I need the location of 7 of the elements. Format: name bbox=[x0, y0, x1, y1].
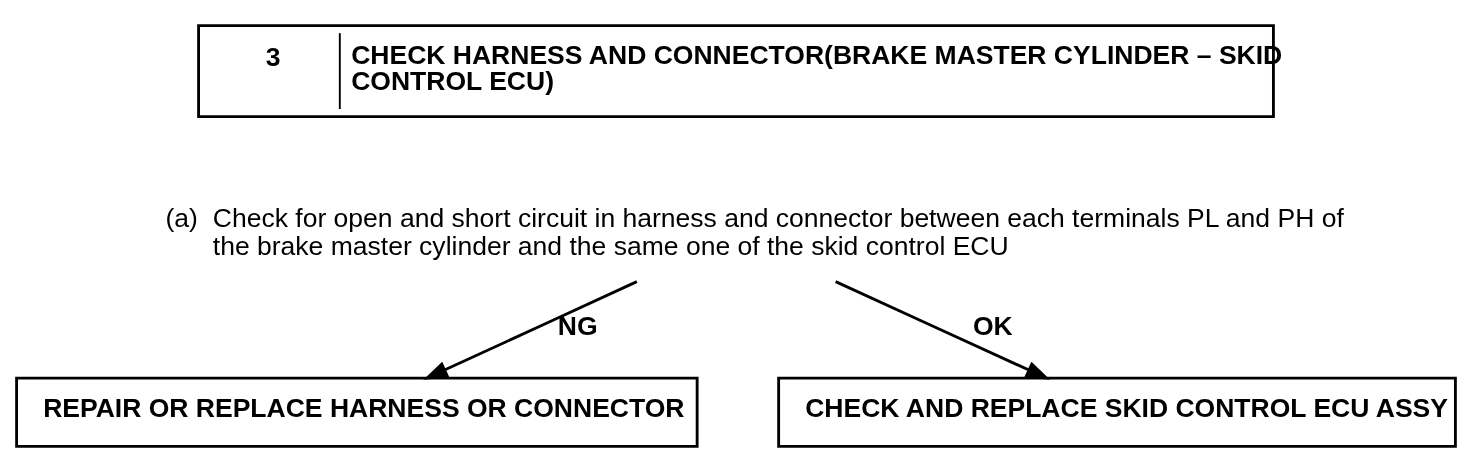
node-box: CHECK AND REPLACE SKID CONTROL ECU ASSY bbox=[777, 376, 1457, 448]
arrow bbox=[835, 280, 1051, 380]
edge-label: NG bbox=[557, 310, 598, 341]
arrow bbox=[423, 280, 638, 380]
edge-label: OK bbox=[972, 310, 1013, 341]
node-box: REPAIR OR REPLACE HARNESS OR CONNECTOR bbox=[15, 376, 699, 448]
node-text: (a) Check for open and short circuit in harness and connector between each terminals PL and PH of the brake master cylinder and the same one of the skid control ECU bbox=[165, 202, 1344, 262]
